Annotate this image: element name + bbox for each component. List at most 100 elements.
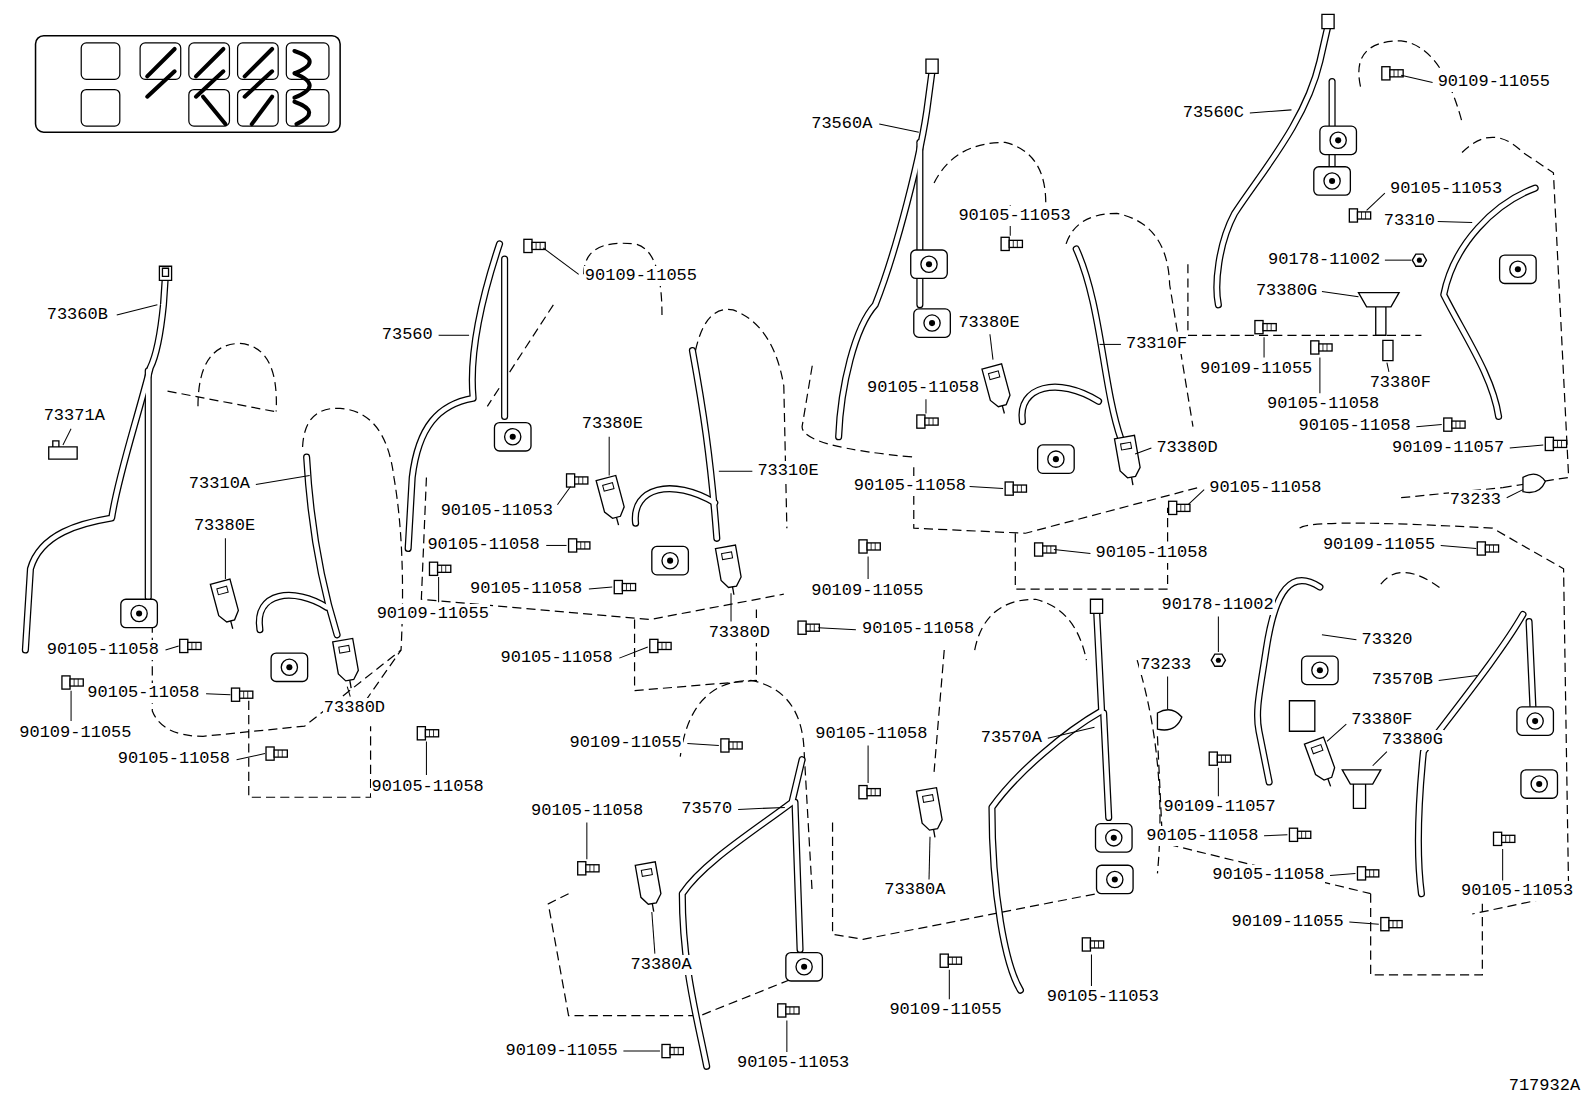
belt-hardware [1521, 770, 1558, 798]
figure-number: 717932A [1508, 1076, 1581, 1096]
part-number: 90105-11058 [530, 801, 644, 821]
part-number: 90105-11058 [46, 640, 160, 660]
leader-line [1188, 490, 1204, 505]
belt-hardware [1500, 255, 1537, 283]
leader-line [557, 487, 570, 505]
leader-line [439, 335, 469, 336]
part-number: 90105-11053 [1460, 881, 1574, 901]
model-inset [203, 97, 225, 124]
leader-line [1218, 617, 1219, 653]
model-inset [245, 49, 272, 97]
leader-line [1387, 363, 1389, 372]
part-number: 73380G [1255, 281, 1318, 301]
part-number: 73360B [46, 305, 109, 325]
leader-line [1510, 445, 1544, 448]
bolt [1311, 341, 1332, 354]
bolt [266, 747, 287, 760]
bolt [859, 786, 880, 799]
part-number: 90105-11058 [853, 476, 967, 496]
leader-line [1401, 75, 1432, 82]
part-number: 73233 [1139, 655, 1192, 675]
leader-line [731, 593, 732, 621]
part-number: 73380D [708, 623, 771, 643]
belt-hardware [1322, 14, 1334, 28]
model-inset [196, 49, 223, 97]
seat-outline [1381, 572, 1442, 589]
belt-hardware [1517, 707, 1554, 735]
belt-hardware [1289, 701, 1314, 731]
leader-line [609, 437, 610, 476]
seat-outline [152, 41, 1568, 1016]
bolt [1001, 237, 1022, 250]
leader-line [1373, 752, 1387, 766]
bolt [1289, 828, 1310, 841]
part-number: 90105-11058 [1266, 394, 1380, 414]
part-number: 90105-11053 [1046, 987, 1160, 1007]
model-inset [36, 36, 341, 132]
part-number: 73380E [957, 313, 1020, 333]
seat-outline [1300, 523, 1569, 914]
leader-line [1439, 675, 1478, 680]
belt-hardware [715, 545, 743, 597]
leader-line [818, 628, 856, 630]
belt-hardware [982, 364, 1014, 416]
belt-hardware [271, 653, 308, 681]
part-number: 73310 [1383, 211, 1436, 231]
seat-outline [975, 599, 1087, 660]
leader-line [426, 741, 427, 775]
part-number: 73380F [1369, 373, 1432, 393]
part-number: 90109-11055 [810, 581, 924, 601]
leader-line [1507, 490, 1523, 498]
bolt [1209, 752, 1230, 765]
part-number: 90109-11055 [1437, 72, 1551, 92]
leader-line [1054, 550, 1091, 554]
leader-line [1367, 193, 1385, 210]
leader-line [990, 334, 993, 359]
leader-line [879, 124, 919, 132]
belt-hardware [914, 309, 951, 337]
leader-line [949, 970, 950, 999]
seat-outline [487, 305, 553, 407]
belt-hardware [1090, 599, 1102, 613]
belt-hardware [1302, 656, 1339, 684]
part-number: 73310F [1125, 334, 1188, 354]
belt-hardware [1114, 435, 1142, 487]
bolt [62, 67, 1567, 1058]
bolt [1444, 418, 1465, 431]
leader-line [347, 687, 350, 697]
part-number: 73371A [43, 406, 106, 426]
part-number: 73570B [1371, 670, 1434, 690]
leader-line [1502, 849, 1503, 880]
belt-hardware [494, 423, 531, 451]
bolt [1381, 918, 1402, 931]
leader-line [1322, 292, 1359, 297]
seat-outline [1371, 894, 1483, 975]
model-inset [294, 102, 309, 124]
bolt [662, 1044, 683, 1057]
leader-line [1091, 955, 1092, 986]
part-number: 90105-11058 [861, 619, 975, 639]
leader-line [1349, 922, 1378, 924]
part-number: 90109-11055 [888, 1000, 1002, 1020]
leader-line [925, 399, 926, 413]
leader-line [1264, 835, 1287, 836]
part-number: 90105-11058 [1095, 543, 1209, 563]
bolt [1545, 437, 1566, 450]
leader-line [63, 75, 1543, 1052]
part-number: 73560 [381, 325, 434, 345]
part-number: 90105-11058 [1208, 478, 1322, 498]
part-number: 73380A [629, 955, 692, 975]
leader-line [1319, 358, 1320, 394]
belt-hardware [1358, 293, 1399, 336]
leader-line [237, 754, 265, 760]
part-number: 90178-11002 [1160, 595, 1274, 615]
model-inset [286, 90, 329, 127]
part-number: 90105-11058 [86, 683, 200, 703]
leader-line [1048, 727, 1095, 738]
belt-hardware [786, 953, 823, 981]
model-inset [36, 36, 341, 132]
seat-belt [25, 26, 1535, 1067]
seat-outline [198, 343, 276, 411]
leader-line [652, 912, 655, 954]
part-number: 90105-11058 [866, 378, 980, 398]
